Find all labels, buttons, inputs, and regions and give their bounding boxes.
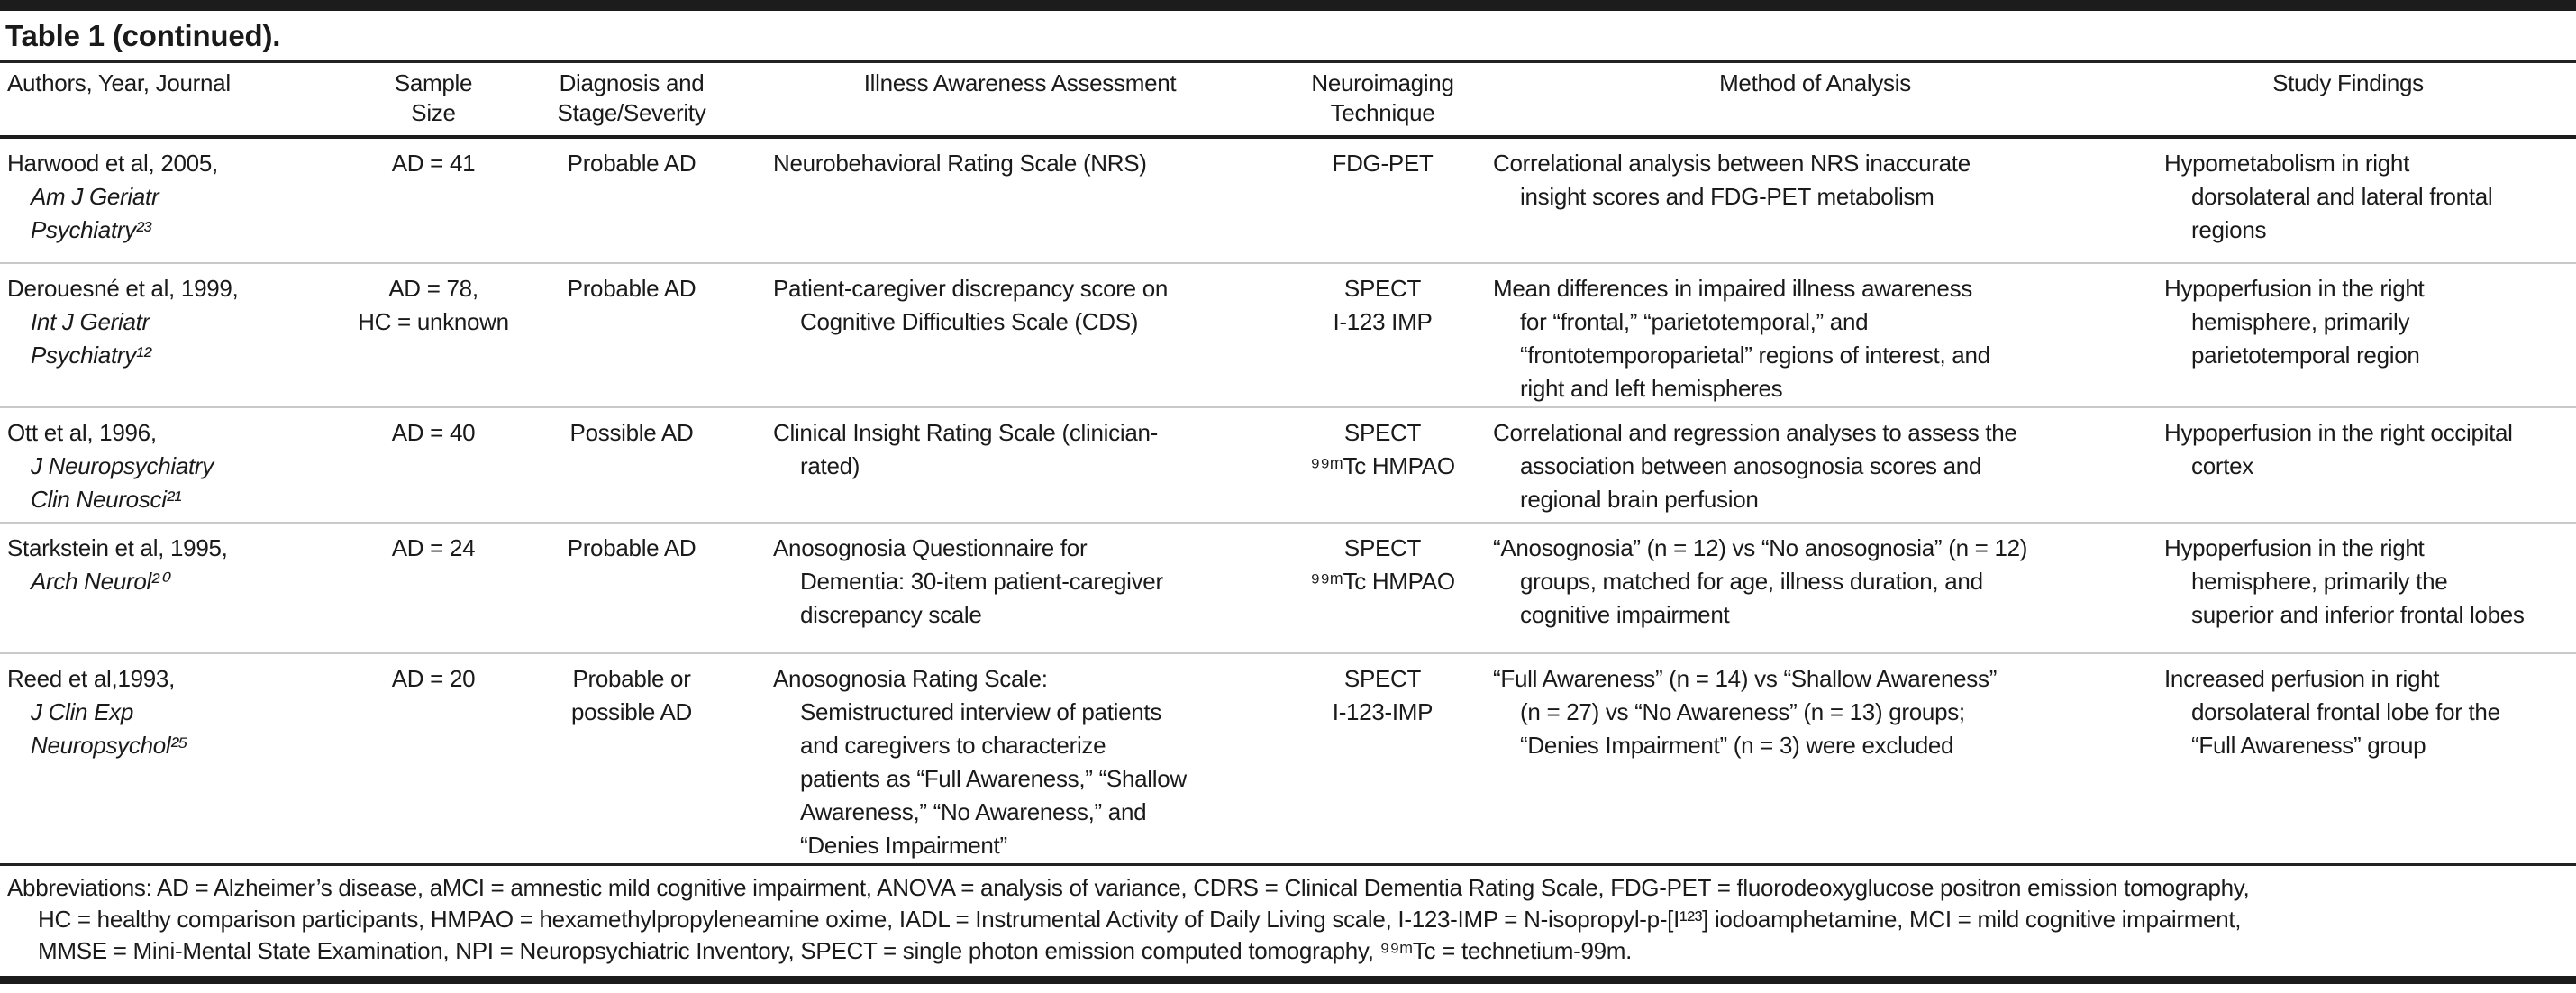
col-header-assessment: Illness Awareness Assessment [863,69,1177,96]
diagnosis: Possible AD [569,419,694,446]
table-row: Ott et al, 1996, J Neuropsychiatry Clin … [0,407,2576,523]
study-journal: Int J Geriatr Psychiatry¹² [31,308,151,369]
table-row: Harwood et al, 2005, Am J Geriatr Psychi… [0,137,2576,263]
col-header-diagnosis: Diagnosis and Stage/Severity [557,69,706,126]
study-authors: Reed et al,1993, [7,665,176,692]
study-findings: Increased perfusion in right dorsolatera… [2164,665,2500,759]
method-of-analysis: “Anosognosia” (n = 12) vs “No anosognosi… [1493,534,2028,628]
illness-awareness-assessment: Anosognosia Rating Scale: Semistructured… [773,665,1187,859]
study-findings: Hypoperfusion in the right occipital cor… [2164,419,2513,479]
study-findings: Hypometabolism in right dorsolateral and… [2164,150,2493,243]
illness-awareness-assessment: Clinical Insight Rating Scale (clinician… [773,419,1158,479]
study-authors: Derouesné et al, 1999, [7,275,239,302]
study-table: Authors, Year, Journal Sample Size Diagn… [0,63,2576,863]
table-header-row: Authors, Year, Journal Sample Size Diagn… [0,63,2576,137]
illness-awareness-assessment: Patient-caregiver discrepancy score on C… [773,275,1169,335]
abbreviations-text: Abbreviations: AD = Alzheimer’s disease,… [7,874,2250,964]
sample-size: AD = 78, HC = unknown [358,275,509,335]
neuroimaging-technique: SPECT I-123-IMP [1332,665,1434,725]
table-title: Table 1 (continued). [0,11,2576,63]
study-journal: Am J Geriatr Psychiatry²³ [31,183,159,243]
method-of-analysis: Mean differences in impaired illness awa… [1493,275,1990,402]
study-authors: Ott et al, 1996, [7,419,157,446]
diagnosis: Probable AD [567,150,696,177]
study-findings: Hypoperfusion in the right hemisphere, p… [2164,534,2525,628]
study-authors: Starkstein et al, 1995, [7,534,228,561]
diagnosis: Probable AD [567,534,696,561]
bottom-rule [0,976,2576,984]
top-rule [0,0,2576,11]
neuroimaging-technique: SPECT ⁹⁹ᵐTc HMPAO [1310,419,1455,479]
sample-size: AD = 24 [391,534,476,561]
abbreviations-note: Abbreviations: AD = Alzheimer’s disease,… [0,863,2576,976]
col-header-sample-size: Sample Size [394,69,473,126]
study-authors: Harwood et al, 2005, [7,150,218,177]
col-header-technique: Neuroimaging Technique [1311,69,1454,126]
neuroimaging-technique: FDG-PET [1332,150,1434,177]
study-findings: Hypoperfusion in the right hemisphere, p… [2164,275,2425,369]
table-row: Starkstein et al, 1995, Arch Neurol²⁰ AD… [0,523,2576,653]
method-of-analysis: Correlational and regression analyses to… [1493,419,2017,513]
diagnosis: Probable or possible AD [571,665,692,725]
sample-size: AD = 20 [391,665,476,692]
illness-awareness-assessment: Neurobehavioral Rating Scale (NRS) [773,150,1147,177]
col-header-method: Method of Analysis [1719,69,1911,96]
table-row: Reed et al,1993, J Clin Exp Neuropsychol… [0,653,2576,863]
neuroimaging-technique: SPECT I-123 IMP [1333,275,1433,335]
study-journal: J Clin Exp Neuropsychol²⁵ [31,698,188,759]
method-of-analysis: “Full Awareness” (n = 14) vs “Shallow Aw… [1493,665,1998,759]
illness-awareness-assessment: Anosognosia Questionnaire for Dementia: … [773,534,1163,628]
sample-size: AD = 40 [391,419,476,446]
method-of-analysis: Correlational analysis between NRS inacc… [1493,150,1971,210]
table-row: Derouesné et al, 1999, Int J Geriatr Psy… [0,263,2576,407]
col-header-findings: Study Findings [2272,69,2424,96]
neuroimaging-technique: SPECT ⁹⁹ᵐTc HMPAO [1310,534,1455,595]
diagnosis: Probable AD [567,275,696,302]
study-journal: Arch Neurol²⁰ [31,568,168,595]
study-journal: J Neuropsychiatry Clin Neurosci²¹ [31,452,214,513]
sample-size: AD = 41 [391,150,476,177]
col-header-authors: Authors, Year, Journal [7,69,231,96]
